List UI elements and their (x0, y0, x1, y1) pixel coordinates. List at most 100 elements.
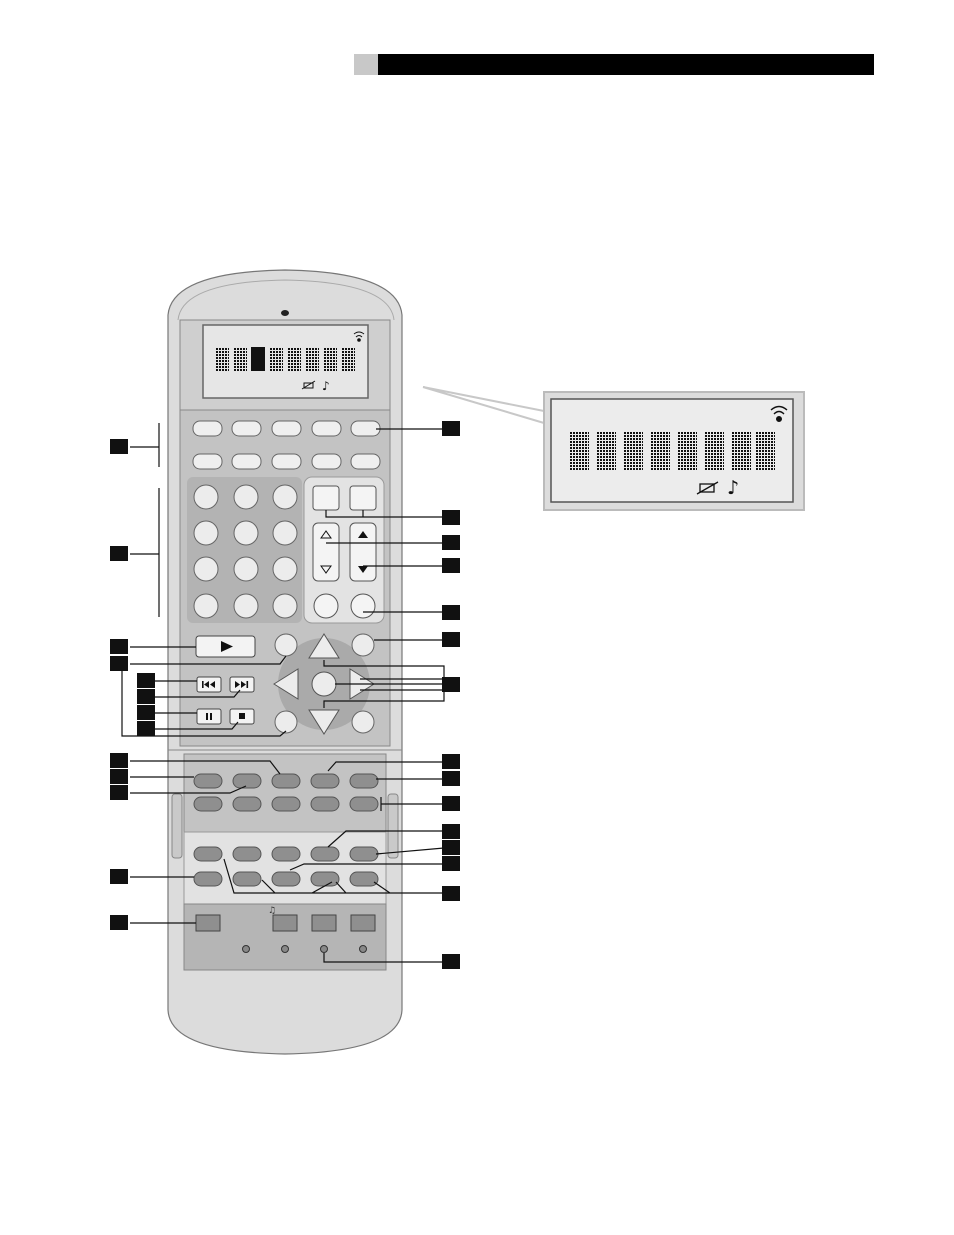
square-button-b[interactable] (272, 914, 298, 932)
number-key-5[interactable] (233, 520, 259, 546)
function-button-r1-1[interactable] (193, 773, 223, 789)
nav-down-button[interactable] (308, 709, 340, 735)
function-button-r4-1[interactable] (193, 871, 223, 887)
number-key-10[interactable] (193, 593, 219, 619)
function-button-r4-5[interactable] (349, 871, 379, 887)
source-button-9[interactable] (311, 453, 342, 470)
source-button-10[interactable] (350, 453, 381, 470)
source-button-3[interactable] (271, 420, 302, 437)
number-key-12[interactable] (272, 593, 298, 619)
number-key-1[interactable] (193, 484, 219, 510)
function-button-r2-2[interactable] (232, 796, 262, 812)
round-button-right[interactable] (350, 593, 376, 619)
zoom-pointer (422, 386, 545, 424)
source-button-2[interactable] (231, 420, 262, 437)
function-button-r4-4[interactable] (310, 871, 340, 887)
function-button-r1-5[interactable] (349, 773, 379, 789)
pause-button[interactable] (196, 708, 222, 725)
callout-marker-right-13 (442, 856, 460, 871)
zoom-signal-icon (770, 405, 788, 423)
music-note-small-icon: ♫ (268, 906, 276, 916)
callout-marker-right-12 (442, 840, 460, 855)
nav-center-button[interactable] (311, 671, 337, 697)
callout-marker-right-4 (442, 558, 460, 573)
source-button-4[interactable] (311, 420, 342, 437)
round-button-bottom-right[interactable] (351, 710, 375, 734)
callout-marker-left-7 (137, 705, 155, 720)
callout-marker-right-9 (442, 771, 460, 786)
channel-up-icon (320, 530, 332, 539)
callout-markers (110, 421, 460, 969)
square-button-right[interactable] (349, 485, 377, 511)
callout-marker-right-10 (442, 796, 460, 811)
callout-marker-left-6 (137, 689, 155, 704)
function-button-r3-1[interactable] (193, 846, 223, 862)
number-key-9[interactable] (272, 556, 298, 582)
number-key-6[interactable] (272, 520, 298, 546)
square-button-left[interactable] (312, 485, 340, 511)
skip-back-icon (202, 681, 215, 688)
square-button-c[interactable] (311, 914, 337, 932)
function-button-r3-5[interactable] (349, 846, 379, 862)
source-button-1[interactable] (192, 420, 223, 437)
callout-marker-right-11 (442, 824, 460, 839)
channel-down-icon (320, 565, 332, 574)
callout-marker-left-10 (110, 769, 128, 784)
zoom-battery-icon (696, 481, 719, 495)
volume-up-icon (358, 531, 368, 538)
number-key-2[interactable] (233, 484, 259, 510)
function-button-r3-2[interactable] (232, 846, 262, 862)
round-button-bottom-left[interactable] (274, 710, 298, 734)
function-button-r1-4[interactable] (310, 773, 340, 789)
function-button-r2-5[interactable] (349, 796, 379, 812)
function-button-r2-1[interactable] (193, 796, 223, 812)
channel-rocker[interactable] (312, 522, 340, 582)
callout-marker-right-1 (442, 421, 460, 436)
led-3 (320, 945, 328, 953)
square-button-a[interactable] (195, 914, 221, 932)
led-1 (242, 945, 250, 953)
number-key-4[interactable] (193, 520, 219, 546)
function-button-r2-4[interactable] (310, 796, 340, 812)
source-button-5[interactable] (350, 420, 381, 437)
function-button-r4-3[interactable] (271, 871, 301, 887)
function-button-r4-2[interactable] (232, 871, 262, 887)
callout-marker-left-11 (110, 785, 128, 800)
skip-forward-icon (235, 681, 249, 688)
number-key-7[interactable] (193, 556, 219, 582)
square-button-d[interactable] (350, 914, 376, 932)
function-button-r1-2[interactable] (232, 773, 262, 789)
source-button-6[interactable] (192, 453, 223, 470)
function-button-r3-4[interactable] (310, 846, 340, 862)
callout-marker-right-6 (442, 632, 460, 647)
function-button-r3-3[interactable] (271, 846, 301, 862)
remote-lcd-segments (215, 347, 355, 371)
callout-marker-left-13 (110, 915, 128, 930)
zoom-display (550, 398, 794, 503)
volume-down-icon (358, 566, 368, 573)
callout-marker-left-5 (137, 673, 155, 688)
nav-up-button[interactable] (308, 633, 340, 659)
round-button-top-right[interactable] (351, 633, 375, 657)
numeric-keypad (193, 484, 298, 619)
function-button-r1-3[interactable] (271, 773, 301, 789)
callout-marker-right-7 (442, 677, 460, 692)
pause-icon (206, 713, 212, 720)
round-button-top-left[interactable] (274, 633, 298, 657)
nav-left-button[interactable] (273, 668, 299, 700)
stop-icon (239, 713, 245, 719)
round-button-left[interactable] (313, 593, 339, 619)
play-icon (221, 641, 233, 652)
source-button-8[interactable] (271, 453, 302, 470)
signal-icon (353, 331, 365, 342)
function-button-r2-3[interactable] (271, 796, 301, 812)
source-button-7[interactable] (231, 453, 262, 470)
callout-marker-left-3 (110, 639, 128, 654)
number-key-8[interactable] (233, 556, 259, 582)
callout-marker-right-15 (442, 954, 460, 969)
callout-marker-right-2 (442, 510, 460, 525)
number-key-11[interactable] (233, 593, 259, 619)
number-key-3[interactable] (272, 484, 298, 510)
